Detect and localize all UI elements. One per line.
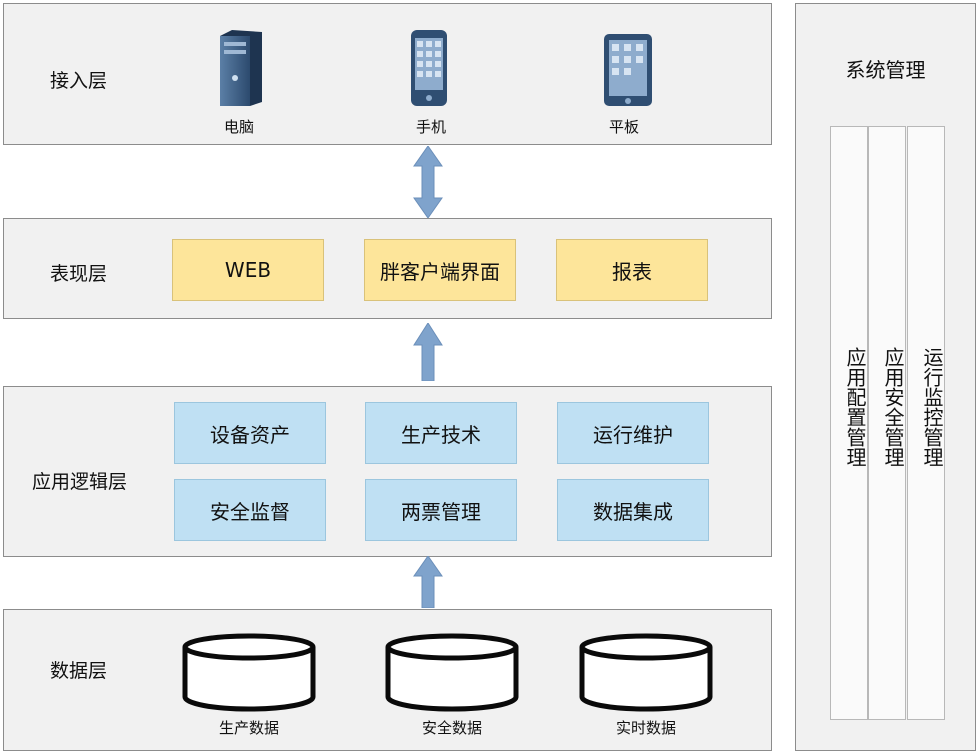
system-column-label: 运行监控管理 [920,347,944,467]
data-layer: 数据层 生产数据 安全数据 实时数据 [3,609,772,751]
logic-item-two-tickets: 两票管理 [365,479,517,541]
system-management-panel: 系统管理 应用配置管理 应用安全管理 运行监控管理 [795,3,976,751]
logic-item-operation-maintenance: 运行维护 [557,402,709,464]
access-layer-title: 接入层 [50,70,108,92]
data-store-label-realtime: 实时数据 [615,719,676,737]
up-arrow-icon [413,323,443,381]
logic-item-equipment-assets: 设备资产 [174,402,326,464]
device-label-phone: 手机 [415,118,446,136]
logic-item-safety-supervision: 安全监督 [174,479,326,541]
presentation-item-thick-client: 胖客户端界面 [364,239,516,301]
system-column-app-config: 应用配置管理 [830,126,868,720]
access-layer: 接入层 电脑 手机 平板 [3,3,772,145]
database-cylinder-icon [182,633,316,712]
bidirectional-arrow-icon [413,146,443,218]
logic-item-production-tech: 生产技术 [365,402,517,464]
presentation-item-report: 报表 [556,239,708,301]
logic-layer: 应用逻辑层 设备资产 生产技术 运行维护 安全监督 两票管理 数据集成 [3,386,772,557]
tablet-icon [604,34,652,106]
data-layer-title: 数据层 [50,660,108,682]
database-cylinder-icon [385,633,519,712]
device-label-desktop: 电脑 [223,118,254,136]
logic-item-data-integration: 数据集成 [557,479,709,541]
logic-layer-title: 应用逻辑层 [32,471,128,493]
system-column-app-security: 应用安全管理 [868,126,906,720]
mobile-phone-icon [411,30,447,106]
desktop-computer-icon [220,30,262,106]
data-store-label-safety: 安全数据 [421,719,482,737]
system-column-label: 应用安全管理 [881,347,905,467]
presentation-layer: 表现层 WEB 胖客户端界面 报表 [3,218,772,319]
up-arrow-icon [413,556,443,608]
data-store-label-production: 生产数据 [218,719,279,737]
system-management-title: 系统管理 [845,58,926,82]
database-cylinder-icon [579,633,713,712]
presentation-layer-title: 表现层 [50,263,108,285]
system-column-label: 应用配置管理 [843,347,867,467]
device-label-tablet: 平板 [608,118,639,136]
system-column-run-monitoring: 运行监控管理 [907,126,945,720]
presentation-item-web: WEB [172,239,324,301]
